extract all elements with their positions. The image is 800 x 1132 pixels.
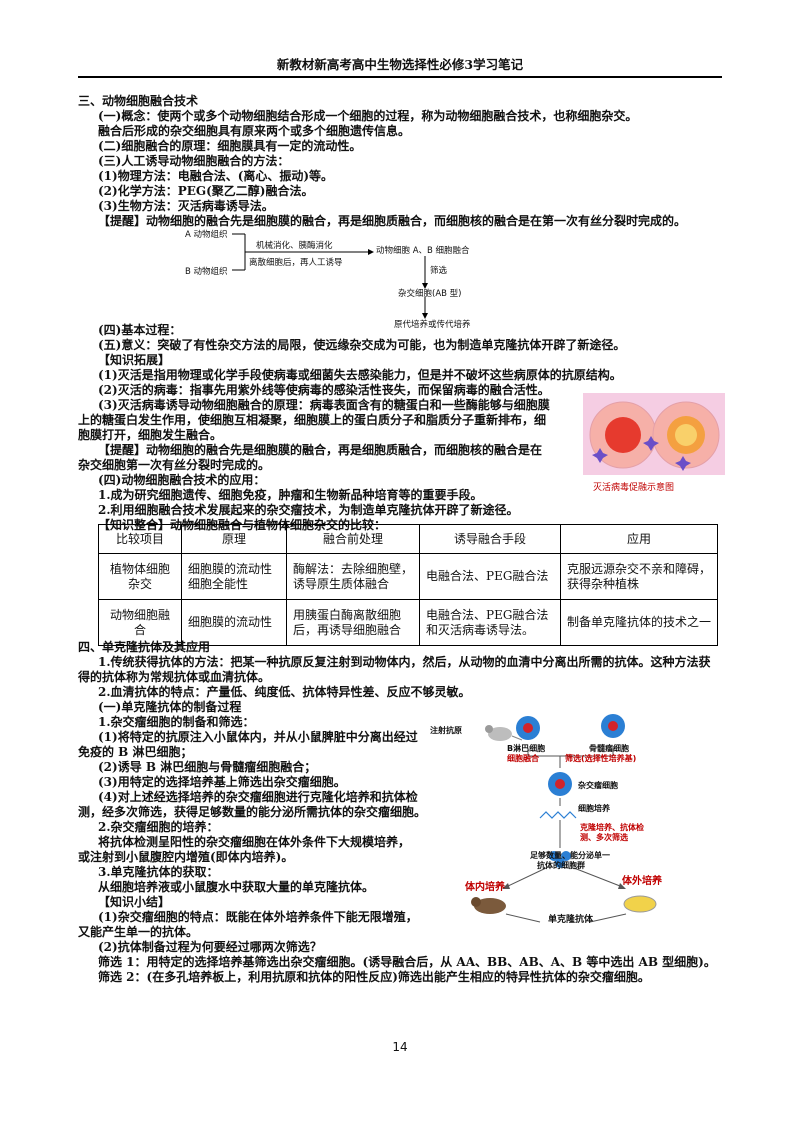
text-line: 三、动物细胞融合技术: [78, 94, 199, 108]
table-header-row: 比较项目原理融合前处理诱导融合手段应用: [98, 524, 718, 554]
text-line: (1)将特定的抗原注入小鼠体内，并从小鼠脾脏中分离出经过: [98, 730, 418, 744]
page-header: 新教材新高考高中生物选择性必修3学习笔记: [78, 54, 722, 78]
text-line: (3)生物方法：灭活病毒诱导法。: [98, 199, 274, 213]
virus-icon: [592, 436, 691, 471]
text-line: (2)诱导 B 淋巴细胞与骨髓瘤细胞融合；: [98, 760, 317, 774]
text-line: 2.血清抗体的特点：产量低、纯度低、抗体特异性差、反应不够灵敏。: [98, 685, 471, 699]
table-header-cell: 应用: [560, 524, 718, 554]
mab-invivo: 体内培养: [465, 882, 505, 893]
text-line: 将抗体检测呈阳性的杂交瘤细胞在体外条件下大规模培养，: [98, 835, 411, 849]
flow-screen: 筛选: [430, 266, 448, 276]
text-line: 胞膜打开，细胞发生融合。: [78, 428, 223, 442]
mab-myeloma: 骨髓瘤细胞: [589, 744, 629, 753]
text-line: (1)灭活是指用物理或化学手段使病毒或细菌失去感染能力，但是并不破坏这些病原体的…: [98, 368, 622, 382]
flow-a-tissue: A 动物组织: [185, 230, 228, 240]
mab-diagram-shapes: [471, 714, 657, 923]
text-line: (3)用特定的选择培养基上筛选出杂交瘤细胞。: [98, 775, 346, 789]
text-line: 3.单克隆抗体的获取：: [98, 865, 219, 879]
mab-bcell: B淋巴细胞: [507, 744, 546, 753]
text-line: 2.杂交瘤细胞的培养：: [98, 820, 219, 834]
flow-b-tissue: B 动物组织: [185, 267, 228, 277]
mab-antigen: 注射抗原: [430, 726, 462, 735]
text-line: 从细胞培养液或小鼠腹水中获取大量的单克隆抗体。: [98, 880, 375, 894]
mab-fuse: 细胞融合: [507, 754, 539, 763]
text-line: 【提醒】动物细胞的融合先是细胞膜的融合，再是细胞质融合，而细胞核的融合是在: [98, 443, 543, 457]
table-cell: 酶解法：去除细胞壁，诱导原生质体融合: [286, 553, 420, 600]
table-header-cell: 比较项目: [98, 524, 182, 554]
virus-fusion-image: [583, 393, 725, 475]
text-line: 杂交细胞第一次有丝分裂时完成的。: [78, 458, 271, 472]
text-line: 筛选 2：(在多孔培养板上，利用抗原和抗体的阳性反应)筛选出能产生相应的特异性抗…: [98, 970, 650, 984]
text-line: 四、单克隆抗体及其应用: [78, 640, 211, 654]
table-cell: 细胞膜的流动性: [181, 599, 287, 646]
mab-enough: 足够数量、能分泌单一: [530, 851, 610, 860]
table-cell: 电融合法、PEG融合法和灭活病毒诱导法。: [419, 599, 561, 646]
text-line: 筛选 1：用特定的选择培养基筛选出杂交瘤细胞。(诱导融合后，从 AA、BB、AB…: [98, 955, 716, 969]
text-line: (三)人工诱导动物细胞融合的方法：: [98, 154, 290, 168]
table-cell: 植物体细胞杂交: [98, 553, 182, 600]
text-line: (2)灭活的病毒：指事先用紫外线等使病毒的感染活性丧失，而保留病毒的融合活性。: [98, 383, 550, 397]
text-line: 2.利用细胞融合技术发展起来的杂交瘤技术，为制造单克隆抗体开辟了新途径。: [98, 503, 519, 517]
flow-step1: 机械消化、胰酶消化: [256, 241, 333, 251]
virus-caption: 灭活病毒促融示意图: [593, 483, 675, 493]
text-line: 测，经多次筛选，获得足够数量的能分泌所需抗体的杂交瘤细胞。: [78, 805, 427, 819]
mab-clone2: 测、多次筛选: [580, 833, 628, 842]
text-line: (一)概念：使两个或多个动物细胞结合形成一个细胞的过程，称为动物细胞融合技术，也…: [98, 109, 638, 123]
text-line: (4)对上述经选择培养的杂交瘤细胞进行克隆化培养和抗体检: [98, 790, 418, 804]
text-line: (3)灭活病毒诱导动物细胞融合的原理：病毒表面含有的糖蛋白和一些酶能够与细胞膜: [98, 398, 550, 412]
mab-select: 筛选(选择性培养基): [565, 754, 637, 763]
flow-step2: 离散细胞后，再人工诱导: [249, 258, 343, 268]
table-cell: 细胞膜的流动性细胞全能性: [181, 553, 287, 600]
text-line: 【提醒】动物细胞的融合先是细胞膜的融合，再是细胞质融合，而细胞核的融合是在第一次…: [98, 214, 687, 228]
mab-enough2: 抗体的细胞群: [537, 861, 585, 870]
mab-product: 单克隆抗体: [548, 915, 594, 925]
page-number: 14: [392, 1040, 408, 1054]
text-line: (四)基本过程：: [98, 323, 182, 337]
text-line: 上的糖蛋白发生作用，使细胞互相凝聚，细胞膜上的蛋白质分子和脂质分子重新排布，细: [78, 413, 547, 427]
flow-hybrid: 杂交细胞(AB 型): [398, 289, 462, 299]
text-line: 又能产生单一的抗体。: [78, 925, 199, 939]
flow-cells: 动物细胞 A、B 细胞融合: [376, 246, 470, 256]
text-line: (1)物理方法：电融合法、(离心、振动)等。: [98, 169, 334, 183]
text-line: 或注射到小鼠腹腔内增殖(即体内培养)。: [78, 850, 294, 864]
text-line: 1.成为研究细胞遗传、细胞免疫，肿瘤和生物新品种培育等的重要手段。: [98, 488, 483, 502]
flow-lines: [232, 233, 428, 319]
mab-culture: 细胞培养: [578, 804, 610, 813]
mab-hybridoma: 杂交瘤细胞: [578, 781, 618, 790]
text-line: 免疫的 B 淋巴细胞；: [78, 745, 193, 759]
text-line: (二)细胞融合的原理：细胞膜具有一定的流动性。: [98, 139, 362, 153]
table-row: 植物体细胞杂交细胞膜的流动性细胞全能性酶解法：去除细胞壁，诱导原生质体融合电融合…: [98, 553, 718, 600]
table-cell: 克服远源杂交不亲和障碍，获得杂种植株: [560, 553, 718, 600]
table-header-cell: 融合前处理: [286, 524, 420, 554]
text-line: 1.杂交瘤细胞的制备和筛选：: [98, 715, 255, 729]
comparison-table: 比较项目原理融合前处理诱导融合手段应用 植物体细胞杂交细胞膜的流动性细胞全能性酶…: [98, 524, 718, 646]
text-line: 【知识小结】: [98, 895, 171, 909]
text-line: (四)动物细胞融合技术的应用：: [98, 473, 266, 487]
text-line: 1.传统获得抗体的方法：把某一种抗原反复注射到动物体内，然后，从动物的血清中分离…: [98, 655, 711, 669]
text-line: (五)意义：突破了有性杂交方法的局限，使远缘杂交成为可能，也为制造单克隆抗体开辟…: [98, 338, 626, 352]
table-cell: 动物细胞融合: [98, 599, 182, 646]
text-line: 融合后形成的杂交细胞具有原来两个或多个细胞遗传信息。: [98, 124, 411, 138]
table-cell: 用胰蛋白酶离散细胞后，再诱导细胞融合: [286, 599, 420, 646]
table-header-cell: 原理: [181, 524, 287, 554]
table-cell: 电融合法、PEG融合法: [419, 553, 561, 600]
text-line: (2)抗体制备过程为何要经过哪两次筛选？: [98, 940, 322, 954]
text-line: 【知识拓展】: [98, 353, 171, 367]
text-line: (1)杂交瘤细胞的特点：既能在体外培养条件下能无限增殖，: [98, 910, 418, 924]
table-header-cell: 诱导融合手段: [419, 524, 561, 554]
mab-invitro: 体外培养: [622, 876, 662, 887]
text-line: (2)化学方法：PEG(聚乙二醇)融合法。: [98, 184, 314, 198]
mab-clone: 克隆培养、抗体检: [580, 823, 644, 832]
text-line: (一)单克隆抗体的制备过程: [98, 700, 242, 714]
flow-culture: 原代培养或传代培养: [394, 320, 471, 330]
table-row: 动物细胞融合细胞膜的流动性用胰蛋白酶离散细胞后，再诱导细胞融合电融合法、PEG融…: [98, 599, 718, 646]
table-cell: 制备单克隆抗体的技术之一: [560, 599, 718, 646]
text-line: 得的抗体称为常规抗体或血清抗体。: [78, 670, 271, 684]
